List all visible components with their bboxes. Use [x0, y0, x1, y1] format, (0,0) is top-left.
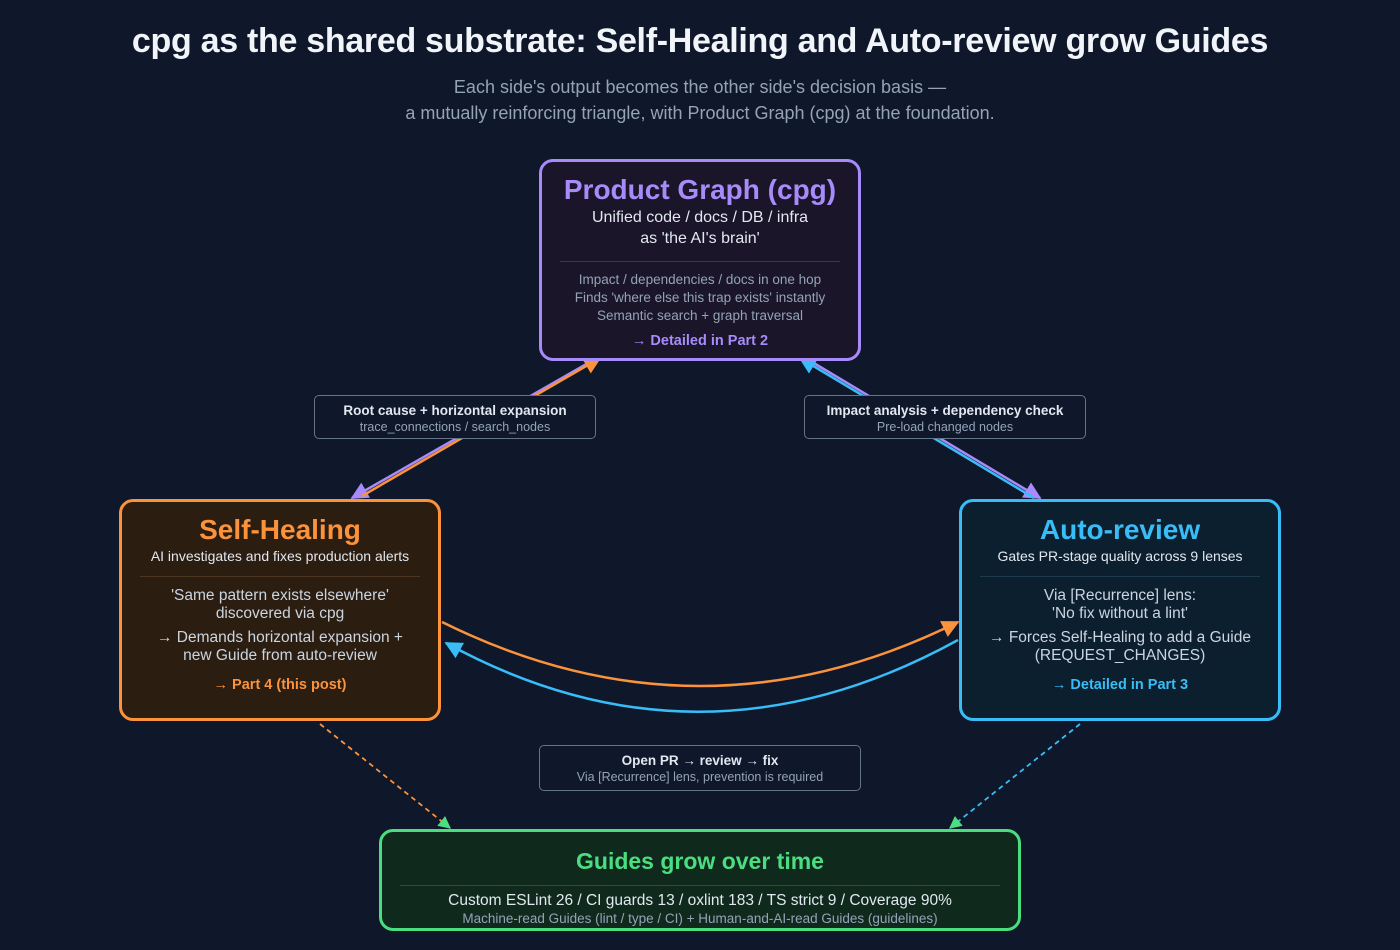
guides-title: Guides grow over time — [576, 848, 824, 874]
edge-label-root-cause: Root cause + horizontal expansion trace_… — [314, 395, 596, 439]
product-graph-subtitle: Unified code / docs / DB / infra as 'the… — [542, 207, 858, 249]
auto-review-detail-line-2: 'No fix without a lint' — [1051, 605, 1188, 622]
product-graph-details: Impact / dependencies / docs in one hop … — [542, 271, 858, 325]
edge-label-root-cause-title: Root cause + horizontal expansion — [343, 403, 567, 418]
dashed-arrow-auto-review-to-guides — [949, 723, 1081, 829]
product-graph-box: Product Graph (cpg) Unified code / docs … — [539, 159, 861, 361]
auto-review-detail-line-3: → Forces Self-Healing to add a Guide — [989, 629, 1251, 646]
self-healing-divider — [140, 576, 420, 577]
guides-box: Guides grow over time Custom ESLint 26 /… — [379, 829, 1021, 931]
product-graph-detail-1: Impact / dependencies / docs in one hop — [578, 272, 822, 287]
self-healing-box: Self-Healing AI investigates and fixes p… — [119, 499, 441, 721]
product-graph-detail-3: Semantic search + graph traversal — [597, 308, 803, 323]
self-healing-detail-line-1: 'Same pattern exists elsewhere' — [171, 587, 389, 604]
self-healing-part-link[interactable]: → Part 4 (this post) — [213, 677, 347, 693]
edge-label-open-pr-sub: Via [Recurrence] lens, prevention is req… — [576, 770, 824, 784]
edge-label-open-pr: Open PR → review → fix Via [Recurrence] … — [539, 745, 861, 791]
self-healing-detail-line-2: discovered via cpg — [215, 605, 345, 622]
self-healing-title: Self-Healing — [199, 514, 361, 545]
subtitle-line-2: a mutually reinforcing triangle, with Pr… — [405, 103, 995, 123]
edge-label-impact-analysis: Impact analysis + dependency check Pre-l… — [804, 395, 1086, 439]
auto-review-detail-line-4: (REQUEST_CHANGES) — [1034, 647, 1206, 664]
guides-detail: Machine-read Guides (lint / type / CI) +… — [462, 911, 938, 926]
guides-stats: Custom ESLint 26 / CI guards 13 / oxlint… — [448, 892, 952, 909]
self-healing-subtitle: AI investigates and fixes production ale… — [150, 548, 410, 564]
edge-label-impact-analysis-title: Impact analysis + dependency check — [826, 403, 1064, 418]
self-healing-detail-a: 'Same pattern exists elsewhere' discover… — [122, 587, 438, 623]
product-graph-detail-2: Finds 'where else this trap exists' inst… — [574, 290, 826, 305]
guides-divider — [400, 885, 1000, 886]
arrow-auto-review-to-self-healing — [444, 638, 959, 713]
auto-review-detail-b: → Forces Self-Healing to add a Guide (RE… — [962, 629, 1278, 665]
auto-review-title: Auto-review — [1039, 514, 1201, 545]
auto-review-divider — [980, 576, 1260, 577]
subtitle-line-1: Each side's output becomes the other sid… — [453, 77, 947, 97]
product-graph-subtitle-line-2: as 'the AI's brain' — [640, 230, 760, 247]
dashed-arrow-self-healing-to-guides — [319, 723, 451, 829]
self-healing-detail-line-4: new Guide from auto-review — [183, 647, 377, 664]
edge-label-impact-analysis-sub: Pre-load changed nodes — [876, 420, 1014, 434]
diagram-subtitle: Each side's output becomes the other sid… — [0, 74, 1400, 126]
auto-review-subtitle: Gates PR-stage quality across 9 lenses — [997, 548, 1243, 564]
product-graph-divider — [560, 261, 840, 262]
self-healing-detail-b: → Demands horizontal expansion + new Gui… — [122, 629, 438, 665]
auto-review-part-link[interactable]: → Detailed in Part 3 — [1051, 677, 1189, 693]
edge-label-root-cause-sub: trace_connections / search_nodes — [359, 420, 551, 434]
arrow-self-healing-to-auto-review — [441, 620, 960, 688]
auto-review-detail-a: Via [Recurrence] lens: 'No fix without a… — [962, 587, 1278, 623]
edge-label-open-pr-title: Open PR → review → fix — [621, 753, 779, 768]
product-graph-subtitle-line-1: Unified code / docs / DB / infra — [591, 209, 809, 226]
product-graph-title: Product Graph (cpg) — [563, 174, 837, 205]
diagram-title: cpg as the shared substrate: Self-Healin… — [131, 22, 1269, 60]
self-healing-detail-line-3: → Demands horizontal expansion + — [157, 629, 403, 646]
auto-review-box: Auto-review Gates PR-stage quality acros… — [959, 499, 1281, 721]
auto-review-detail-line-1: Via [Recurrence] lens: — [1043, 587, 1197, 604]
product-graph-part-link[interactable]: → Detailed in Part 2 — [631, 333, 769, 349]
